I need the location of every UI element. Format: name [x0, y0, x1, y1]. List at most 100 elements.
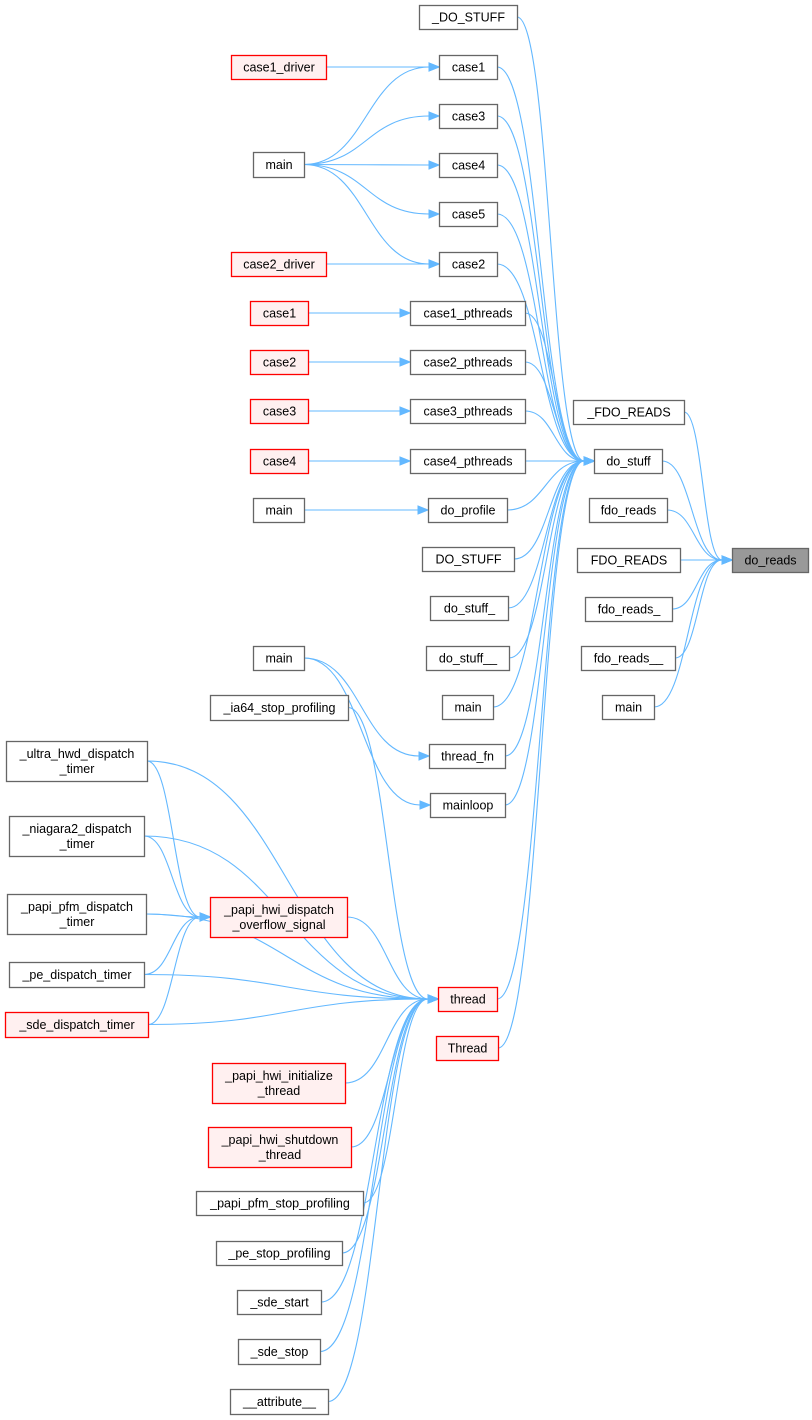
- node-fdo-reads[interactable]: _FDO_READS: [572, 399, 686, 426]
- node-label: case5: [452, 208, 485, 222]
- node-box: [409, 300, 527, 327]
- node-case2[interactable]: case2: [438, 251, 499, 278]
- edge-line: [671, 559, 723, 610]
- node-case1[interactable]: case1: [438, 54, 499, 81]
- edge-main_a-to-case4: [303, 160, 441, 170]
- node-label: _thread: [257, 1084, 300, 1098]
- node-ia64-stop-profiling[interactable]: _ia64_stop_profiling: [209, 694, 350, 722]
- node-do-stuff[interactable]: do_stuff: [593, 448, 664, 475]
- node-label: main: [454, 701, 481, 715]
- node-label: do_stuff: [606, 455, 651, 469]
- node-box: [252, 645, 306, 672]
- node-case4[interactable]: case4: [438, 152, 499, 179]
- node-case3-r[interactable]: case3: [249, 398, 310, 425]
- node-papi-pfm-stop-profiling[interactable]: _papi_pfm_stop_profiling: [195, 1190, 365, 1217]
- node-case3-pthreads[interactable]: case3_pthreads: [409, 398, 527, 425]
- arrowhead-icon: [417, 505, 430, 515]
- arrowhead-icon: [399, 308, 412, 318]
- node-do-stuff--[interactable]: do_stuff__: [425, 645, 511, 672]
- node-box: [438, 201, 499, 228]
- node-box: [427, 497, 509, 524]
- node-box: [249, 300, 310, 327]
- node-case4-r[interactable]: case4: [249, 448, 310, 475]
- edge-_papi_hwi_dispatch_overflow_signal-to-thread: [346, 916, 440, 1004]
- node-box: [435, 1035, 500, 1062]
- node-pe-dispatch-timer[interactable]: _pe_dispatch_timer: [8, 961, 146, 989]
- node-main-m[interactable]: main: [441, 694, 495, 721]
- node-label: main: [265, 158, 292, 172]
- node-case1-r[interactable]: case1: [249, 300, 310, 327]
- edge-case5-to-do_stuff: [496, 213, 596, 466]
- node-fdo-reads-[interactable]: fdo_reads_: [584, 596, 674, 623]
- node-fdo-reads[interactable]: fdo_reads: [588, 497, 669, 524]
- edge-line: [504, 460, 585, 806]
- node-box: [601, 694, 656, 721]
- arrowhead-icon: [399, 456, 412, 466]
- edge-case2_driver-to-case2: [326, 259, 441, 269]
- node-do-stuff[interactable]: _DO_STUFF: [418, 4, 519, 31]
- node-case5[interactable]: case5: [438, 201, 499, 228]
- node-papi-hwi-shutdown-thread[interactable]: _papi_hwi_shutdown_thread: [207, 1126, 353, 1169]
- node-attribute--[interactable]: __attribute__: [229, 1388, 330, 1416]
- node-box: [5, 740, 149, 783]
- node-do-stuff[interactable]: DO_STUFF: [421, 546, 516, 573]
- node-label: Thread: [448, 1042, 488, 1056]
- node-papi-hwi-initialize-thread[interactable]: _papi_hwi_initialize_thread: [211, 1062, 347, 1105]
- node-mainloop[interactable]: mainloop: [429, 792, 507, 819]
- edge-line: [303, 66, 430, 166]
- edge-line: [504, 460, 585, 757]
- node-papi-hwi-dispatch-overflow-signal[interactable]: _papi_hwi_dispatch_overflow_signal: [209, 896, 349, 939]
- node-pe-stop-profiling[interactable]: _pe_stop_profiling: [215, 1240, 344, 1267]
- edge-line: [516, 16, 585, 462]
- edge-line: [145, 913, 201, 918]
- node-case3[interactable]: case3: [438, 103, 499, 130]
- node-box: [438, 103, 499, 130]
- node-thread[interactable]: thread: [437, 986, 499, 1013]
- node-papi-pfm-dispatch-timer[interactable]: _papi_pfm_dispatch_timer: [6, 893, 148, 936]
- node-box: [229, 1388, 330, 1416]
- node-sde-stop[interactable]: _sde_stop: [237, 1338, 322, 1366]
- node-box: [576, 547, 682, 574]
- node-fdo-reads--[interactable]: fdo_reads__: [580, 645, 677, 672]
- node-box: [215, 1240, 344, 1267]
- node-case2-pthreads[interactable]: case2_pthreads: [409, 349, 527, 376]
- node-case4-pthreads[interactable]: case4_pthreads: [409, 448, 527, 475]
- edge-_ultra_hwd_dispatch_timer-to-_papi_hwi_dispatch_overflow_signal: [146, 760, 212, 922]
- node-label: __attribute__: [242, 1395, 317, 1409]
- edge-_pe_dispatch_timer-to-_papi_hwi_dispatch_overflow_signal: [143, 912, 212, 976]
- node-label: _sde_dispatch_timer: [18, 1018, 134, 1032]
- node-sde-dispatch-timer[interactable]: _sde_dispatch_timer: [4, 1011, 150, 1039]
- node-do-profile[interactable]: do_profile: [427, 497, 509, 524]
- node-label: case1: [452, 61, 485, 75]
- edge-line: [143, 916, 201, 976]
- edge-line: [661, 460, 723, 561]
- node-box: [249, 349, 310, 376]
- node-label: main: [265, 652, 292, 666]
- node-box: [441, 694, 495, 721]
- node-case2-driver[interactable]: case2_driver: [230, 251, 328, 278]
- node-label: _papi_hwi_shutdown: [221, 1133, 339, 1147]
- arrowhead-icon: [418, 751, 431, 761]
- node-ultra-hwd-dispatch-timer[interactable]: _ultra_hwd_dispatch_timer: [5, 740, 149, 783]
- node-label: _thread: [258, 1148, 301, 1162]
- node-main-r[interactable]: main: [601, 694, 656, 721]
- node-case2-r[interactable]: case2: [249, 349, 310, 376]
- edge-line: [674, 559, 723, 659]
- node-case1-pthreads[interactable]: case1_pthreads: [409, 300, 527, 327]
- node-label: _DO_STUFF: [431, 11, 505, 25]
- node-label: fdo_reads: [601, 504, 657, 518]
- node-thread[interactable]: Thread: [435, 1035, 500, 1062]
- node-fdo-reads[interactable]: FDO_READS: [576, 547, 682, 574]
- node-main-b[interactable]: main: [252, 497, 306, 524]
- node-main-c[interactable]: main: [252, 645, 306, 672]
- edge-line: [496, 263, 585, 462]
- node-sde-start[interactable]: _sde_start: [236, 1289, 323, 1316]
- node-box: [6, 893, 148, 936]
- node-niagara2-dispatch-timer[interactable]: _niagara2_dispatch_timer: [8, 815, 146, 858]
- node-do-stuff-[interactable]: do_stuff_: [429, 595, 510, 622]
- edge-line: [303, 163, 430, 215]
- node-case1-driver[interactable]: case1_driver: [230, 54, 328, 81]
- node-main-a[interactable]: main: [252, 151, 306, 179]
- edge-line: [492, 460, 585, 708]
- node-thread-fn[interactable]: thread_fn: [428, 743, 507, 770]
